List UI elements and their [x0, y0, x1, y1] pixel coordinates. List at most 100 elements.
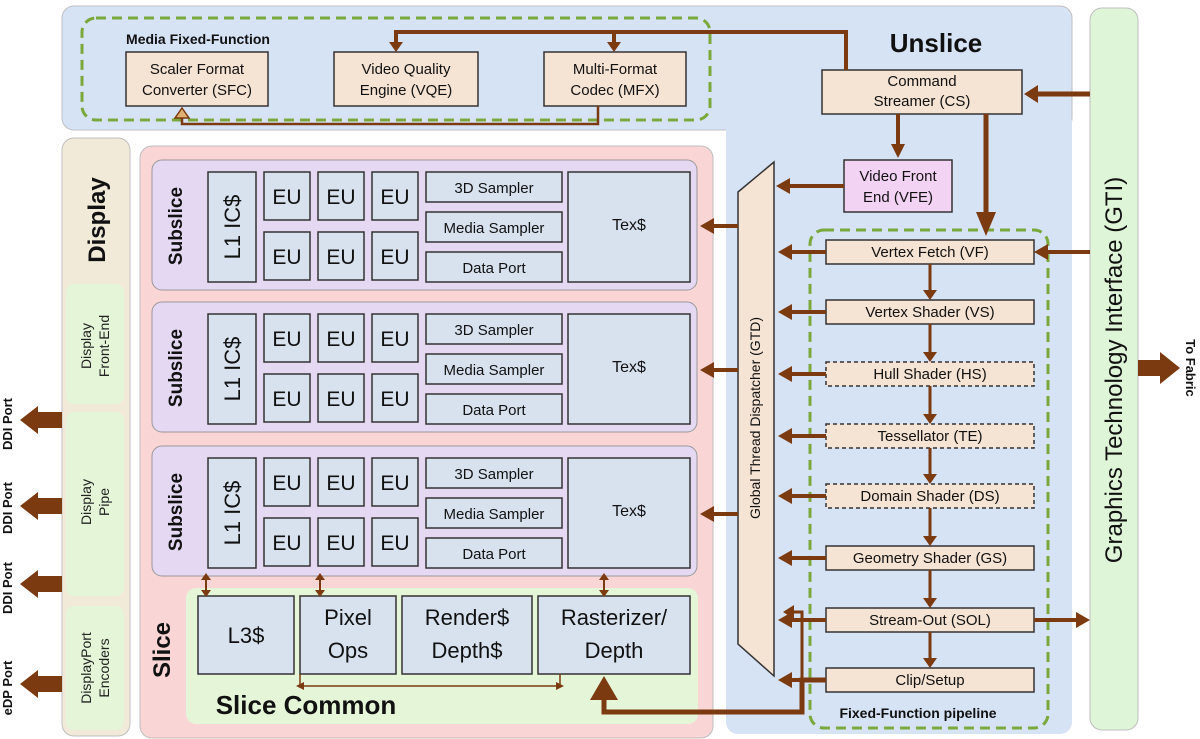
- l3-label: L3$: [228, 623, 265, 648]
- eu-label: EU: [272, 328, 301, 351]
- eu-box: [371, 517, 419, 567]
- tex-cache-box: [567, 171, 691, 283]
- eu-box: [371, 373, 419, 423]
- pipeline-stage: Hull Shader (HS): [778, 361, 1035, 424]
- stage-to-gtd-head: [778, 304, 792, 320]
- subslice-raster-head-down: [599, 590, 609, 597]
- sfc-line2: Converter (SFC): [142, 82, 252, 99]
- pixel-ops-line2: Ops: [328, 638, 368, 663]
- render-cache-line2: Depth$: [432, 638, 503, 663]
- eu-label: EU: [380, 328, 409, 351]
- 3d-sampler-box: [425, 313, 563, 345]
- mfx-to-sfc-arrow: [180, 106, 600, 126]
- eu-label: EU: [272, 472, 301, 495]
- stage-to-gtd-head: [778, 488, 792, 504]
- data-port-box: [425, 393, 563, 425]
- icache-label: L1 IC$: [220, 481, 245, 546]
- subslice-l3-head-up: [201, 573, 211, 580]
- render-cache-line1: Render$: [425, 605, 509, 630]
- gtd-shape: [737, 160, 775, 678]
- tex-cache-label: Tex$: [612, 503, 646, 520]
- pixel-ops-box: [299, 595, 397, 675]
- mfx-feed-head: [607, 42, 621, 52]
- sfc-line1: Scaler Format: [150, 61, 245, 78]
- eu-label: EU: [380, 532, 409, 555]
- eu-label: EU: [272, 388, 301, 411]
- cs-box: [821, 69, 1023, 115]
- eu-box: [263, 313, 311, 363]
- stage-flow-head: [923, 352, 937, 362]
- media-sampler-label: Media Sampler: [444, 220, 545, 237]
- gti-title: Graphics Technology Interface (GTI): [1101, 177, 1128, 563]
- stage-flow-head: [923, 414, 937, 424]
- cs-to-media-arrow: [394, 30, 848, 70]
- pipeline-stage-label: Domain Shader (DS): [860, 488, 999, 505]
- eu-box: [371, 171, 419, 221]
- display-front-end-label: Display Front-End: [78, 315, 112, 377]
- eu-box: [317, 313, 365, 363]
- port-arrow-4: [20, 670, 62, 698]
- pipeline-feedback-head: [783, 605, 794, 619]
- pipeline-stage-label: Vertex Shader (VS): [865, 304, 994, 321]
- data-port-label: Data Port: [462, 402, 526, 419]
- eu-label: EU: [380, 388, 409, 411]
- mfx-line1: Multi-Format: [573, 61, 658, 78]
- gti-to-vf-head: [1034, 244, 1048, 260]
- stage-flow-head: [923, 658, 937, 668]
- render-cache-box: [401, 595, 533, 675]
- eu-box: [317, 373, 365, 423]
- media-sampler-box: [425, 497, 563, 529]
- pipeline-stage-box: [825, 361, 1035, 387]
- rasterizer-line1: Rasterizer/: [561, 605, 668, 630]
- clip-to-rasterizer-arrow: [601, 677, 826, 715]
- display-pipe-label: Display Pipe: [78, 479, 112, 525]
- rasterizer-line2: Depth: [585, 638, 644, 663]
- subslice-title: Subslice: [166, 329, 187, 407]
- port-label-4: eDP Port: [0, 660, 15, 715]
- eu-box: [317, 231, 365, 281]
- vfe-line2: End (VFE): [863, 189, 933, 206]
- sol-to-gti-head: [1076, 612, 1090, 628]
- gtd-to-subslice-1-head: [700, 218, 714, 234]
- vfe-line1: Video Front: [859, 168, 937, 185]
- display-front-end-line1: Display: [78, 323, 94, 369]
- port-label-2: DDI Port: [0, 481, 15, 534]
- eu-box: [317, 517, 365, 567]
- gtd-to-subslice-3-head: [700, 506, 714, 522]
- mfx-to-sfc-head: [173, 106, 191, 119]
- eu-box: [317, 171, 365, 221]
- eu-box: [371, 313, 419, 363]
- pipeline-feedback-arrow: [792, 610, 804, 680]
- stage-flow-head: [923, 536, 937, 546]
- pipeline-stage: Tessellator (TE): [778, 423, 1035, 484]
- pipeline-stage: Vertex Shader (VS): [778, 299, 1035, 362]
- stage-to-gtd-head: [778, 672, 792, 688]
- gtd-to-subslice-2-head: [700, 362, 714, 378]
- stage-flow-head: [923, 598, 937, 608]
- port-label-1: DDI Port: [0, 397, 15, 450]
- media-sampler-box: [425, 353, 563, 385]
- eu-box: [263, 231, 311, 281]
- slice-common-title: Slice Common: [216, 690, 397, 720]
- icache-label: L1 IC$: [220, 195, 245, 260]
- tex-cache-label: Tex$: [612, 217, 646, 234]
- eu-box: [371, 457, 419, 507]
- cs-to-media-head-vqe: [389, 42, 403, 52]
- data-port-label: Data Port: [462, 546, 526, 563]
- subslice-pixel-head-up: [315, 573, 325, 580]
- port-arrow-3: [20, 570, 62, 598]
- l3-box: [197, 595, 295, 675]
- eu-label: EU: [380, 472, 409, 495]
- media-sampler-box: [425, 211, 563, 243]
- pipeline-stage-label: Clip/Setup: [895, 672, 964, 689]
- tex-cache-box: [567, 313, 691, 425]
- eu-label: EU: [326, 246, 355, 269]
- ports: DDI Port DDI Port DDI Port eDP Port: [0, 397, 62, 715]
- display-encoders-region: [66, 606, 124, 730]
- fixed-function-pipeline-group: [808, 228, 1050, 730]
- display-encoders-line2: Encoders: [96, 638, 112, 697]
- media-fixed-function-group: [80, 16, 712, 122]
